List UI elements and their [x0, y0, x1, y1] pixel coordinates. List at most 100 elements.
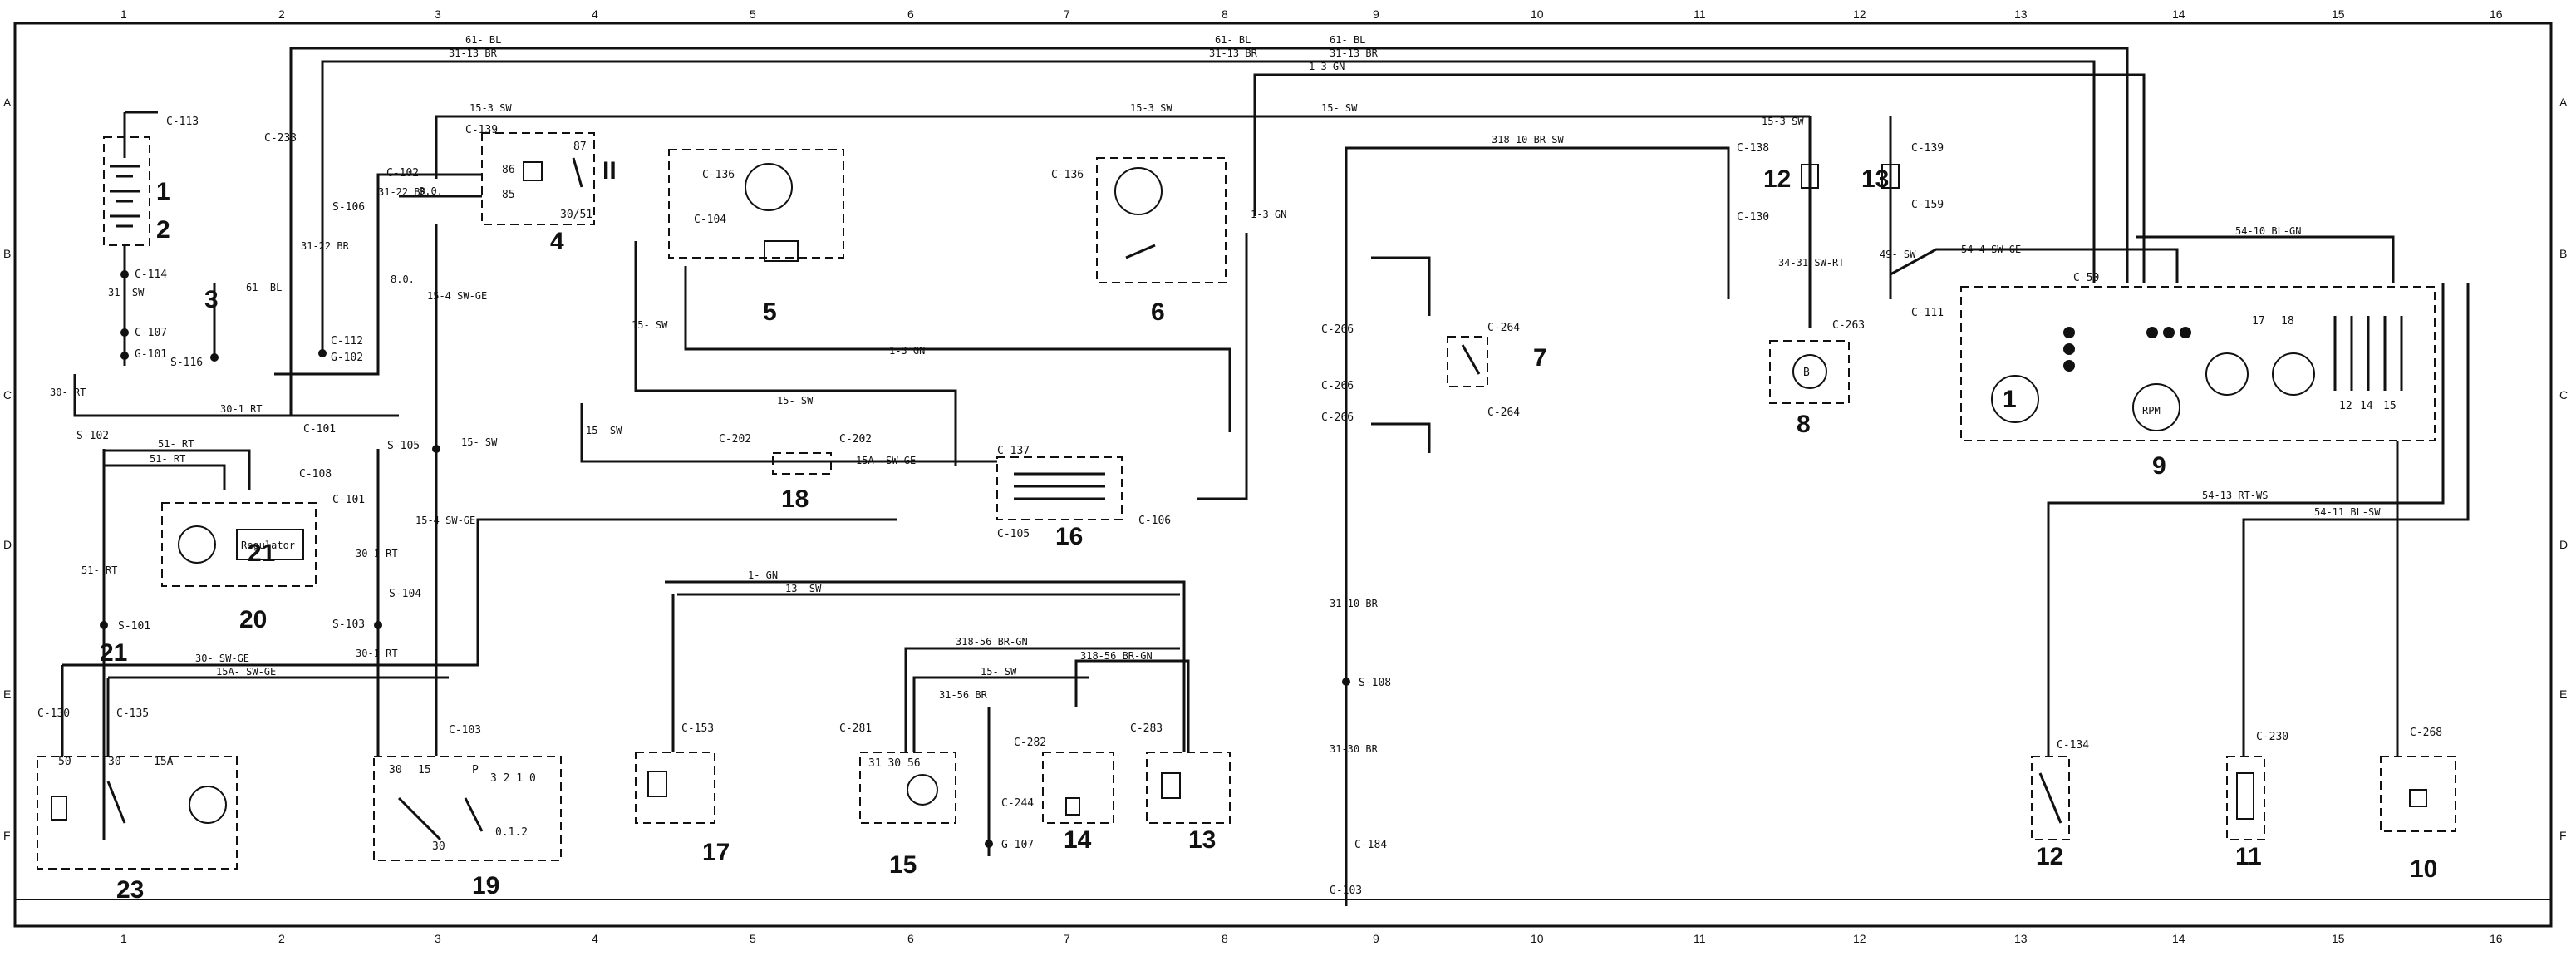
connector-c-266-c: C-266: [1321, 412, 1354, 424]
component-label-17: 17: [702, 839, 730, 866]
grid-col-12-top: 12: [1853, 7, 1866, 21]
grid-col-6-top: 6: [907, 7, 914, 21]
connector-c-153: C-153: [681, 722, 714, 735]
grid-col-13-bottom: 13: [2014, 932, 2028, 945]
component-label-7: 7: [1533, 344, 1547, 372]
component-8-group: C-138 15-3 SW 12 C-130 34-31 SW-RT C-263…: [1737, 116, 2179, 438]
component-label-23: 23: [116, 876, 144, 904]
grid-col-15-top: 15: [2332, 7, 2345, 21]
component-label-13-top: 13: [1861, 165, 1889, 193]
component-label-9: 9: [2152, 452, 2166, 480]
wire-label-15-sw-top: 15- SW: [1321, 102, 1358, 114]
wire-label-31-13-br-c: 31-13 BR: [1330, 47, 1379, 59]
switch-16-group: C-137 C-105 C-106 16: [996, 445, 1171, 550]
starter-outline: [37, 756, 238, 870]
component-label-2: 2: [156, 216, 170, 244]
wire-label-30-rt: 30- RT: [50, 387, 86, 398]
component-label-6: 6: [1151, 298, 1165, 326]
component-label-5: 5: [763, 298, 777, 326]
starter-terminal-30: 30: [108, 756, 121, 768]
component-label-21-on-reg: 21: [248, 540, 275, 567]
component-label-12-top: 12: [1763, 165, 1791, 193]
grid-row-f-left: F: [3, 829, 11, 842]
wire-label-54-4: 54-4 SW-GE: [1961, 244, 2021, 255]
connector-c-106: C-106: [1138, 515, 1171, 527]
wire-label-15-sw-5: 15- SW: [632, 319, 668, 331]
connector-c-264-b: C-264: [1487, 407, 1520, 419]
wire-label-61-bl-c: 61- BL: [1330, 34, 1365, 46]
connector-c-159: C-159: [1911, 199, 1944, 211]
connector-c-184: C-184: [1354, 839, 1387, 851]
wire-label-15a-sw-ge: 15A- SW-GE: [216, 666, 276, 678]
grid-col-1-top: 1: [120, 7, 127, 21]
fuse-18-group: 15- SW 15- SW C-202 C-202 15A- SW-GE 18 …: [461, 395, 997, 513]
diagram-frame: [13, 22, 2553, 928]
connector-g-107: G-107: [1001, 839, 1034, 851]
terminal-31-30-56: 31 30 56: [868, 757, 921, 770]
battery-outline: [103, 136, 150, 246]
right-bottom-group: 54-13 RT-WS 54-11 BL-SW C-134 12 C-230 1…: [2031, 283, 2470, 883]
grid-col-14-bottom: 14: [2172, 932, 2185, 945]
component-label-16: 16: [1055, 523, 1083, 550]
wire-label-31-10-br: 31-10 BR: [1330, 598, 1379, 609]
middle-bottom-group: 1- GN 13- SW C-153 17 318-56 BR-GN 318-5…: [635, 569, 1231, 879]
grid-row-e-right: E: [2559, 687, 2567, 701]
grid-row-a-right: A: [2559, 96, 2568, 109]
connector-g-101: G-101: [135, 348, 167, 361]
ignition-switch-group: 30 15 P 3 2 1 0 0.1.2 30 19 30-1 RT 30-1…: [332, 432, 562, 899]
grid-col-14-top: 14: [2172, 7, 2185, 21]
connector-s-101: S-101: [118, 620, 150, 633]
ign-terminal-30: 30: [389, 764, 402, 776]
wire-label-30-1-rt: 30-1 RT: [220, 403, 263, 415]
grid-row-a-left: A: [3, 96, 12, 109]
connector-c-130-b: C-130: [1737, 211, 1769, 224]
grid-col-2-top: 2: [278, 7, 285, 21]
connector-c-111: C-111: [1911, 307, 1944, 319]
component-label-14: 14: [1064, 826, 1092, 854]
relay-terminal-87: 87: [573, 140, 587, 153]
connector-s-105: S-105: [387, 440, 420, 452]
grid-row-b-right: B: [2559, 247, 2567, 260]
wire-label-1-3-gn-2: 1-3 GN: [889, 345, 925, 357]
wire-label-61-bl-b: 61- BL: [1215, 34, 1251, 46]
grid-col-4-top: 4: [592, 7, 598, 21]
component-label-18: 18: [781, 485, 809, 513]
connector-c-105: C-105: [997, 528, 1030, 540]
grid-row-c-left: C: [3, 388, 12, 402]
wire-label-8-0-b: 8.0.: [391, 274, 415, 285]
wire-label-61-bl-v: 61- BL: [246, 282, 282, 293]
regulator-outline: [161, 502, 317, 587]
grid-col-1-bottom: 1: [120, 932, 127, 945]
grid-col-13-top: 13: [2014, 7, 2028, 21]
wire-label-15a-sw-ge-b: 15A- SW-GE: [856, 455, 916, 466]
wire-label-31-56-br: 31-56 BR: [939, 689, 988, 701]
gauge-5-group: C-136 C-104 5 15- SW 1-3 GN: [632, 149, 1231, 466]
wire-label-31-13-br-b: 31-13 BR: [1209, 47, 1258, 59]
top-bus-wires: 61- BL 61- BL 61- BL 31-13 BR 31-13 BR 3…: [289, 34, 2146, 299]
grid-col-16-bottom: 16: [2490, 932, 2503, 945]
grid-row-e-left: E: [3, 687, 11, 701]
wire-label-15-4-b: 15-4 SW-GE: [415, 515, 475, 526]
connector-s-116: S-116: [170, 357, 203, 369]
battery-group: 1 2 3 C-113 C-114 31- SW C-107 G-101 S-1…: [103, 111, 219, 369]
connector-c-114: C-114: [135, 269, 167, 281]
component-label-3: 3: [204, 286, 219, 313]
wire-label-15-sw-left: 15- SW: [461, 436, 498, 448]
cluster-term-12: 12: [2339, 400, 2352, 412]
relay-terminal-85: 85: [502, 189, 515, 201]
component-label-21: 21: [100, 639, 127, 667]
wire-label-54-13: 54-13 RT-WS: [2202, 490, 2268, 501]
grid-labels: 1 2 3 4 5 6 7 8 9 10 11 12 13 14 15 16 1…: [3, 7, 2568, 945]
grid-col-3-bottom: 3: [435, 932, 441, 945]
connector-c-281: C-281: [839, 722, 872, 735]
wire-label-15-4-a: 15-4 SW-GE: [427, 290, 487, 302]
ign-terminal-012: 0.1.2: [495, 826, 528, 839]
rpm-text: RPM: [2142, 405, 2161, 416]
relay-4-group: 86 85 87 30/51 II 4 C-139 C-102 31-22 BR…: [274, 124, 617, 432]
clock-l: 1: [2003, 386, 2017, 413]
connector-g-103: G-103: [1330, 885, 1362, 897]
grid-col-8-bottom: 8: [1222, 932, 1228, 945]
connector-g-102: G-102: [331, 352, 363, 364]
grid-col-3-top: 3: [435, 7, 441, 21]
connector-c-112: C-112: [331, 335, 363, 347]
